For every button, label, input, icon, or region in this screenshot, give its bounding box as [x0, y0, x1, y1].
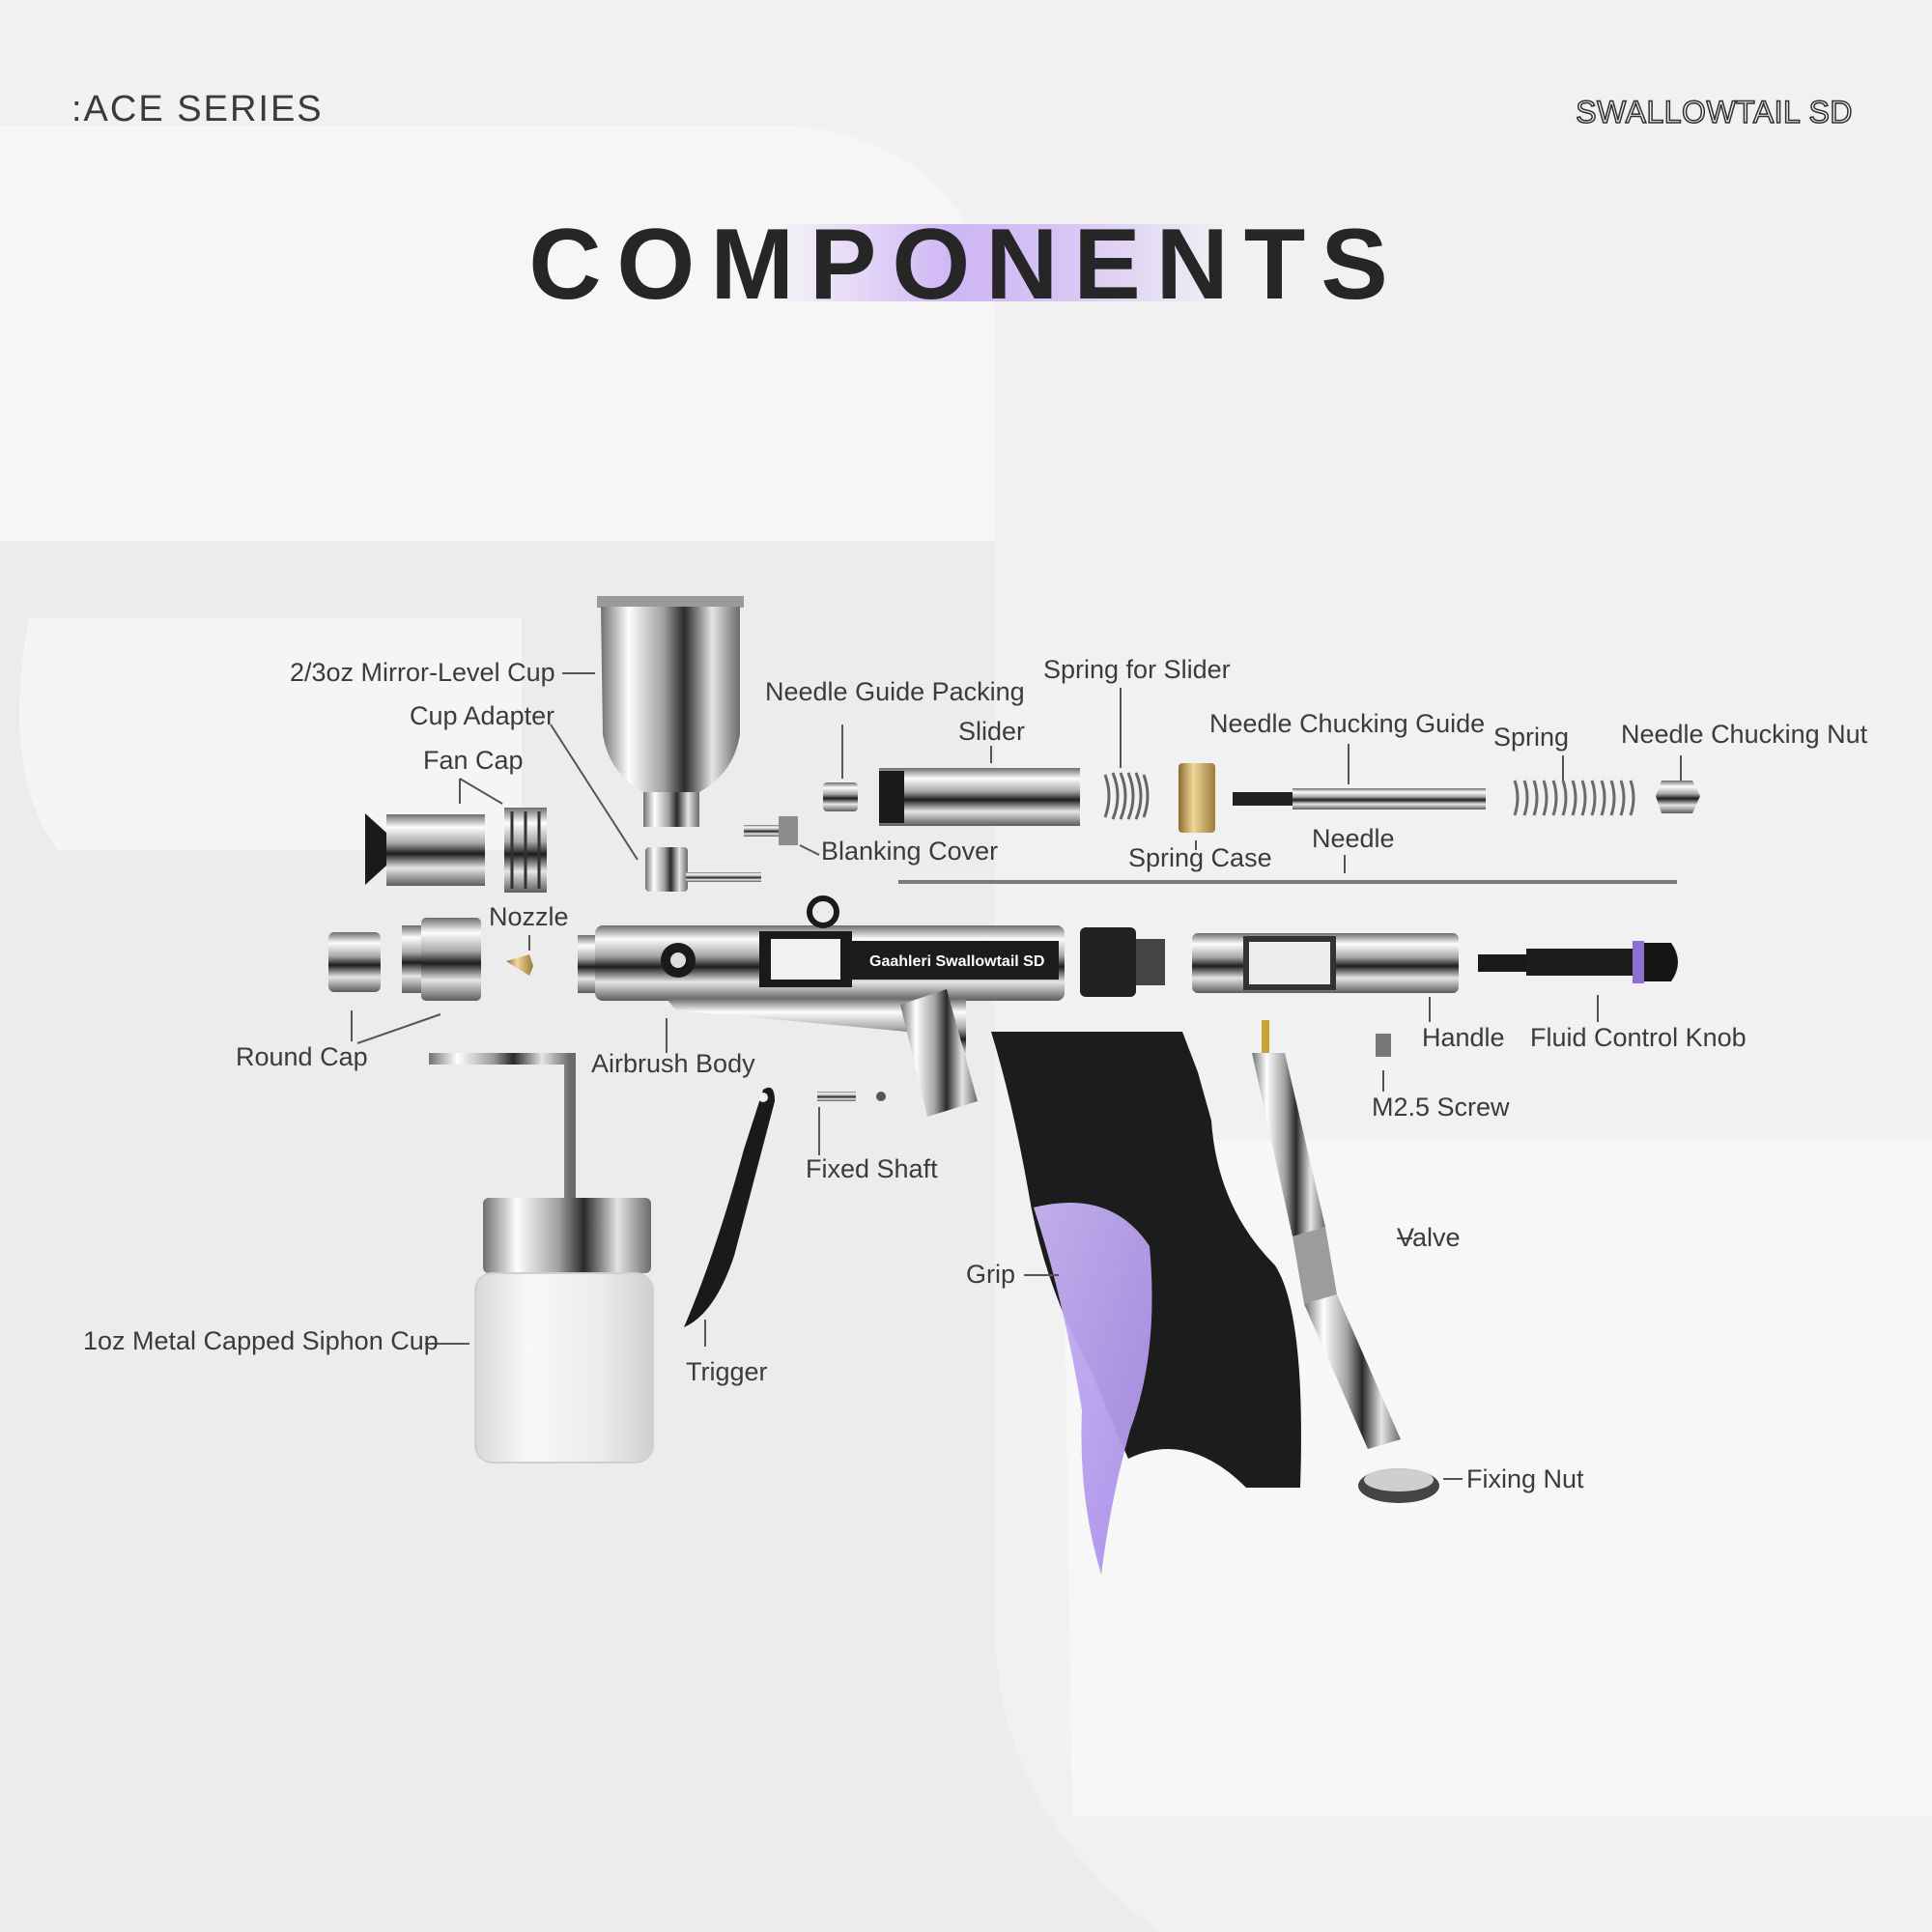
grip-part: [991, 1032, 1301, 1575]
siphon-cup-part: [429, 1053, 654, 1463]
label-trigger: Trigger: [686, 1357, 768, 1386]
cup-adapter-part: [645, 847, 761, 892]
spring-case-part: [1179, 763, 1215, 833]
page-title: COMPONENTS: [528, 209, 1404, 321]
model-badge: SWALLOWTAIL SD: [1576, 94, 1854, 130]
needle-chucking-nut-part: [1656, 781, 1700, 813]
needle-chucking-guide-part: [1233, 788, 1486, 810]
label-fixed-shaft: Fixed Shaft: [806, 1154, 938, 1183]
spring-part: [1513, 780, 1635, 816]
label-fixing-nut: Fixing Nut: [1466, 1464, 1584, 1493]
label-slider: Slider: [958, 717, 1026, 746]
label-spring-for-slider: Spring for Slider: [1043, 655, 1231, 684]
leader-lines: [351, 672, 1682, 1480]
label-spring-case: Spring Case: [1128, 843, 1272, 872]
nozzle-part: [506, 954, 533, 976]
label-fluid-control-knob: Fluid Control Knob: [1530, 1023, 1747, 1052]
trigger-part: [684, 1087, 775, 1327]
fan-cap-part: [365, 808, 547, 893]
slider-part: [879, 768, 1080, 826]
needle-guide-packing-part: [823, 782, 858, 811]
blanking-cover-part: [744, 816, 798, 845]
label-handle: Handle: [1422, 1023, 1505, 1052]
body-print: Gaahleri Swallowtail SD: [869, 953, 1044, 970]
label-needle-chucking-nut: Needle Chucking Nut: [1621, 720, 1868, 749]
title-highlight: [773, 224, 1227, 301]
label-siphon-cup: 1oz Metal Capped Siphon Cup: [83, 1326, 439, 1355]
label-mirror-cup: 2/3oz Mirror-Level Cup: [290, 658, 555, 687]
fluid-control-knob-part: [1478, 941, 1678, 983]
label-m25-screw: M2.5 Screw: [1372, 1093, 1510, 1122]
label-airbrush-body: Airbrush Body: [591, 1049, 755, 1078]
label-needle-guide-packing: Needle Guide Packing: [765, 677, 1025, 706]
round-cap-part: [328, 918, 481, 1001]
spring-for-slider-part: [1103, 772, 1150, 820]
fixed-shaft-part: [817, 1092, 886, 1101]
label-needle: Needle: [1312, 824, 1395, 853]
label-nozzle: Nozzle: [489, 902, 569, 931]
m25-screw-part: [1376, 1034, 1391, 1057]
label-fan-cap: Fan Cap: [423, 746, 524, 775]
valve-part: [1252, 1020, 1401, 1449]
series-label: :ACE SERIES: [71, 89, 324, 129]
airbrush-body-part: [578, 895, 1065, 1117]
label-valve: Valve: [1397, 1223, 1461, 1252]
mirror-cup-part: [597, 596, 744, 827]
label-spring: Spring: [1493, 723, 1570, 752]
label-round-cap: Round Cap: [236, 1042, 368, 1071]
label-needle-chucking-guide: Needle Chucking Guide: [1209, 709, 1486, 738]
label-grip: Grip: [966, 1260, 1016, 1289]
label-cup-adapter: Cup Adapter: [410, 701, 555, 730]
handle-ring-part: [1080, 927, 1165, 997]
handle-part: [1192, 933, 1459, 993]
label-blanking-cover: Blanking Cover: [821, 837, 999, 866]
fixing-nut-part: [1358, 1468, 1439, 1503]
